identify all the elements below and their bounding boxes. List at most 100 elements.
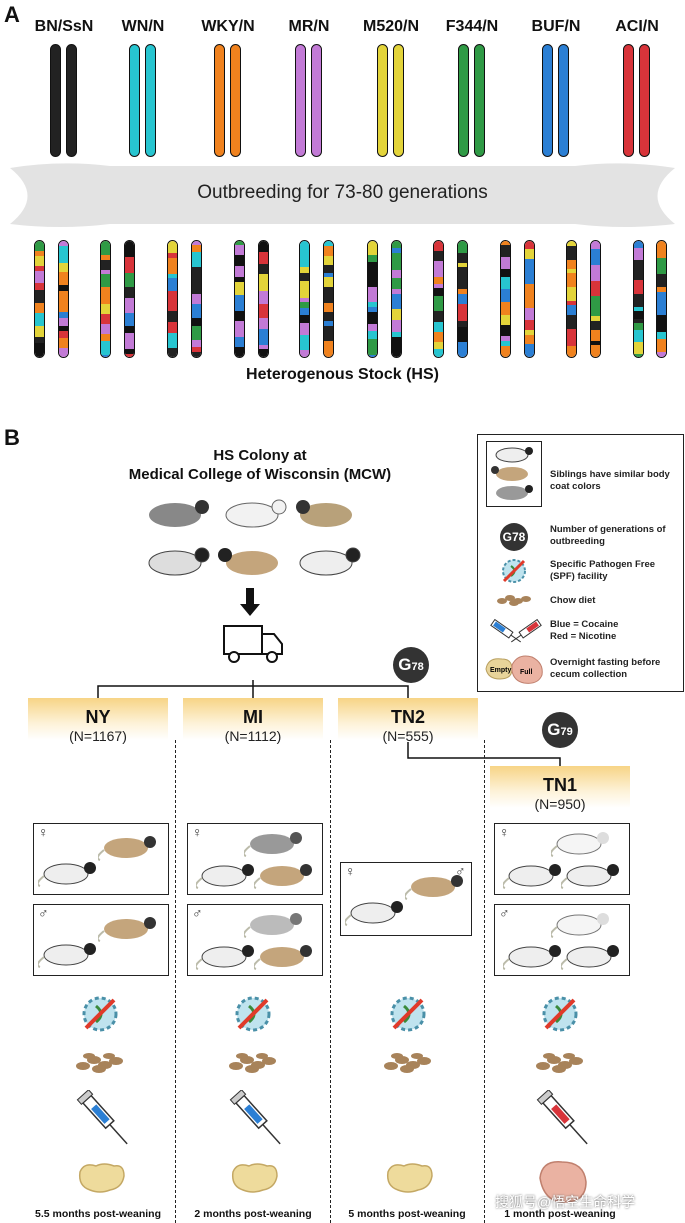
- chromosome-segment: [501, 325, 510, 336]
- chromosome-segment: [392, 332, 401, 337]
- chromosome-segment: [368, 324, 377, 331]
- chromosome-segment: [591, 296, 600, 308]
- chromosome-segment: [259, 329, 268, 345]
- chromosome-segment: [59, 285, 68, 291]
- rat-group-box: ♀: [187, 823, 323, 895]
- spf-facility-icon: [78, 992, 122, 1041]
- chromosome-segment: [434, 241, 443, 251]
- chromosome-segment: [657, 274, 666, 287]
- chromosome-segment: [591, 316, 600, 321]
- chromosome-segment: [125, 326, 134, 333]
- hs-mosaic-chromosome: [433, 240, 444, 358]
- chromosome-segment: [35, 283, 44, 290]
- chromosome-segment: [591, 265, 600, 281]
- chromosome-segment: [525, 320, 534, 330]
- chromosome-segment: [300, 241, 309, 254]
- chromosome-segment: [634, 260, 643, 275]
- chromosome-segment: [392, 309, 401, 320]
- site-sample-size: (N=950): [534, 796, 586, 812]
- chromosome-segment: [125, 306, 134, 313]
- chromosome-segment: [657, 258, 666, 274]
- chromosome-segment: [525, 344, 534, 357]
- cecum-icon: [534, 1158, 590, 1211]
- chromosome-segment: [501, 289, 510, 302]
- rat-icon: [501, 860, 563, 895]
- chromosome-segment: [501, 341, 510, 346]
- parental-chromosome: [66, 44, 77, 157]
- chromosome-segment: [125, 349, 134, 354]
- rat-icon: [296, 500, 352, 527]
- chromosome-segment: [101, 304, 110, 314]
- chromosome-segment: [567, 246, 576, 260]
- chromosome-segment: [324, 312, 333, 321]
- female-symbol-icon: ♀: [38, 824, 49, 840]
- chromosome-segment: [35, 241, 44, 251]
- chromosome-segment: [59, 331, 68, 338]
- chromosome-segment: [324, 273, 333, 277]
- chromosome-segment: [59, 312, 68, 318]
- chromosome-segment: [192, 252, 201, 267]
- chromosome-segment: [259, 318, 268, 329]
- chromosome-segment: [634, 248, 643, 260]
- chromosome-segment: [368, 331, 377, 339]
- chromosome-segment: [192, 347, 201, 352]
- chromosome-segment: [525, 294, 534, 308]
- chromosome-segment: [525, 284, 534, 294]
- female-symbol-icon: ♀: [499, 824, 510, 840]
- chow-diet-icon: [497, 595, 531, 606]
- chromosome-segment: [300, 281, 309, 298]
- chromosome-segment: [259, 241, 268, 252]
- chromosome-segment: [300, 308, 309, 315]
- chromosome-segment: [300, 323, 309, 335]
- watermark: 搜狐号@悟空生命科学: [495, 1194, 636, 1210]
- male-symbol-icon: ♂: [499, 905, 510, 921]
- cecum-icon: [382, 1158, 438, 1203]
- chromosome-segment: [192, 357, 201, 358]
- chromosome-segment: [567, 287, 576, 291]
- hs-mosaic-chromosome: [656, 240, 667, 358]
- chromosome-segment: [168, 348, 177, 357]
- chromosome-segment: [235, 277, 244, 282]
- parental-chromosome: [458, 44, 469, 157]
- cecum-full-label: Full: [520, 669, 532, 676]
- chromosome-segment: [168, 317, 177, 322]
- chromosome-segment: [101, 355, 110, 357]
- legend-siblings-text: Siblings have similar body coat colors: [550, 469, 670, 492]
- chromosome-segment: [458, 253, 467, 263]
- rat-icon: [149, 500, 209, 527]
- chromosome-segment: [59, 272, 68, 285]
- chromosome-segment: [59, 241, 68, 246]
- male-symbol-icon: ♂: [38, 905, 49, 921]
- rat-icon: [194, 860, 256, 895]
- legend-generations-text: Number of generations of outbreeding: [550, 524, 666, 547]
- chromosome-segment: [324, 277, 333, 287]
- rat-icon: [501, 941, 563, 976]
- chromosome-segment: [501, 302, 510, 306]
- rat-group-box: ♀♂: [340, 862, 472, 936]
- legend-box: Siblings have similar body coat colors G…: [477, 434, 684, 692]
- strain-label: BUF/N: [531, 18, 581, 35]
- site-name: TN1: [542, 775, 577, 795]
- chromosome-segment: [101, 314, 110, 324]
- chromosome-segment: [59, 263, 68, 272]
- chromosome-segment: [634, 307, 643, 311]
- parental-chromosome: [393, 44, 404, 157]
- hs-mosaic-chromosome: [58, 240, 69, 358]
- chromosome-segment: [125, 298, 134, 306]
- parental-chromosome: [50, 44, 61, 157]
- parental-chromosome: [377, 44, 388, 157]
- chromosome-segment: [657, 339, 666, 352]
- site-footer-tn2: 5 months post-weaning: [348, 1208, 466, 1220]
- parental-chromosome: [145, 44, 156, 157]
- chromosome-segment: [368, 307, 377, 312]
- site-header-tn1: TN1 (N=950): [490, 766, 630, 812]
- chromosome-segment: [35, 290, 44, 303]
- rat-icon: [36, 858, 98, 893]
- rat-group-box: ♂: [33, 904, 169, 976]
- chromosome-segment: [300, 302, 309, 308]
- parental-chromosome: [214, 44, 225, 157]
- rat-group-box: ♀: [494, 823, 630, 895]
- hs-mosaic-chromosome: [590, 240, 601, 358]
- chromosome-segment: [59, 291, 68, 301]
- rat-icon: [36, 939, 98, 974]
